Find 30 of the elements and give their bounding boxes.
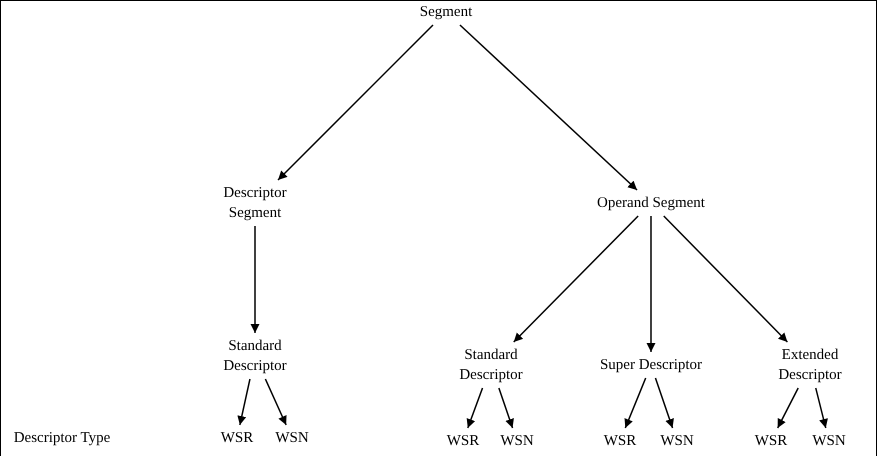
arrow (250, 226, 260, 333)
node-label: Standard Descriptor (222, 337, 288, 376)
node-label: WSR (604, 432, 636, 451)
row-label: Descriptor Type (14, 429, 110, 448)
node-label: WSN (812, 432, 846, 451)
node-label: Descriptor Segment (222, 184, 288, 223)
node-label: WSN (275, 429, 309, 448)
arrow (466, 388, 484, 428)
node-label: WSN (660, 432, 694, 451)
arrow (815, 388, 828, 428)
arrow (237, 378, 251, 426)
arrow (459, 24, 638, 191)
node-label: WSR (220, 429, 254, 448)
node-label: WSR (446, 432, 480, 451)
arrow (663, 215, 788, 343)
arrow (264, 378, 287, 426)
node-label: Segment (420, 3, 472, 22)
arrow (513, 215, 639, 343)
arrow (624, 378, 646, 428)
node-label: WSN (500, 432, 534, 451)
node-label: WSR (754, 432, 788, 451)
node-label: Extended Descriptor (777, 346, 843, 385)
node-label: Super Descriptor (600, 356, 702, 375)
arrow (777, 388, 799, 428)
arrow (277, 24, 434, 181)
arrow (646, 216, 656, 352)
arrow (654, 378, 674, 428)
arrow (498, 388, 514, 428)
node-label: Operand Segment (597, 194, 705, 213)
node-label: Standard Descriptor (458, 346, 524, 385)
